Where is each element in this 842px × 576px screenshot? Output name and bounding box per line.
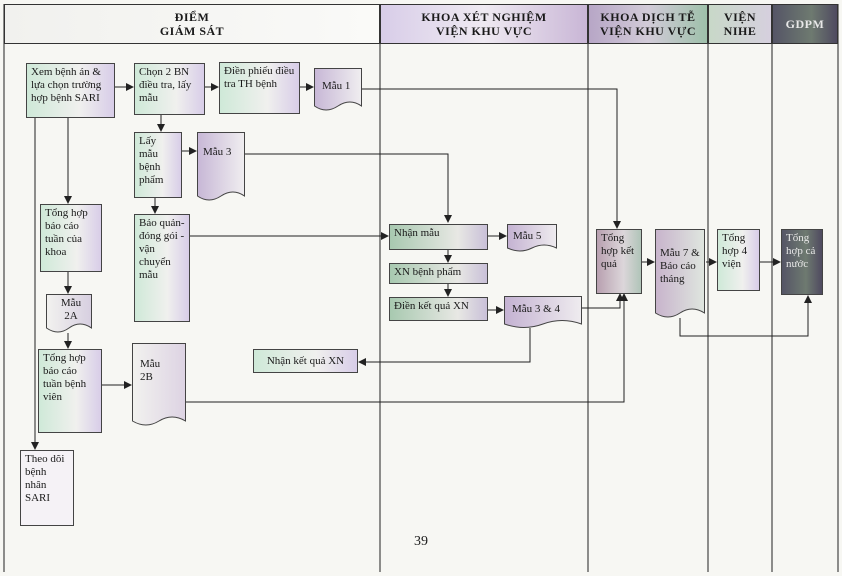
process-tong-hop-4-vien: Tổng hợp 4 viện <box>717 229 760 291</box>
lane-header-line: KHOA XÉT NGHIỆM <box>421 10 547 24</box>
document-shape <box>507 224 557 252</box>
document-label: Mẫu 7 & Báo cáo tháng <box>660 247 700 285</box>
process-tong-hop-benh-vien: Tổng hợp báo cáo tuần bệnh viên <box>38 349 102 433</box>
process-chon-2bn: Chọn 2 BN điều tra, lấy mẫu <box>134 63 205 115</box>
arrow <box>186 293 628 403</box>
document-mau2a: Mẫu 2A <box>46 294 92 334</box>
lane-header-line: GIÁM SÁT <box>159 24 225 38</box>
lane-header-khoa-xet-nghiem: KHOA XÉT NGHIỆM VIỆN KHU VỰC <box>380 4 588 44</box>
document-shape <box>655 229 705 318</box>
arrow <box>679 295 812 337</box>
lane-header-line: VIỆN KHU VỰC <box>599 24 696 38</box>
process-dien-phieu: Điền phiếu điều tra TH bệnh <box>219 62 300 114</box>
lane-header-line: VIỆN KHU VỰC <box>435 24 532 38</box>
process-tong-hop-ca-nuoc: Tổng hợp cả nước <box>781 229 823 295</box>
document-mau7: Mẫu 7 & Báo cáo tháng <box>655 229 705 321</box>
lane-header-vien-nihe: VIỆN NIHE <box>708 4 772 44</box>
document-mau1: Mẫu 1 <box>314 68 362 112</box>
process-nhan-ket-qua: Nhận kết quả XN <box>253 349 358 373</box>
document-mau3: Mẫu 3 <box>197 132 245 204</box>
lane-header-line: VIỆN <box>723 10 756 24</box>
process-xem-benh-an: Xem bệnh án & lựa chọn trường hợp bệnh S… <box>26 63 115 118</box>
document-label: Mẫu 3 & 4 <box>512 303 560 315</box>
document-shape <box>197 132 245 201</box>
process-tong-hop-ket-qua: Tổng hợp kết quả <box>596 229 642 294</box>
document-shape <box>314 68 362 111</box>
page-number: 39 <box>414 534 428 549</box>
lane-header-diem-giam-sat: ĐIỂM GIÁM SÁT <box>4 4 380 44</box>
arrow <box>358 328 531 366</box>
lane-header-line: GDPM <box>785 17 825 31</box>
process-tong-hop-khoa: Tổng hợp báo cáo tuần của khoa <box>40 204 102 272</box>
process-nhan-mau: Nhận mẫu <box>389 224 488 250</box>
lane-header-gdpm: GDPM <box>772 4 838 44</box>
document-mau2b: Mẫu 2B <box>132 343 186 429</box>
document-label: Mẫu 1 <box>322 80 351 92</box>
document-label: Mẫu 5 <box>513 230 542 242</box>
document-shape <box>132 343 186 426</box>
document-shape <box>46 294 92 333</box>
document-mau3-4: Mẫu 3 & 4 <box>504 296 582 330</box>
process-xn-benh-pham: XN bệnh phẩm <box>389 263 488 284</box>
document-shape <box>504 296 582 328</box>
lane-header-khoa-dich-te: KHOA DỊCH TỄ VIỆN KHU VỰC <box>588 4 708 44</box>
arrow <box>244 153 452 223</box>
lane-header-line: NIHE <box>723 24 757 38</box>
lane-header-line: KHOA DỊCH TỄ <box>600 10 696 24</box>
document-label: Mẫu 2B <box>140 358 161 383</box>
document-mau5: Mẫu 5 <box>507 224 557 254</box>
arrow <box>362 88 621 229</box>
document-label: Mẫu 3 <box>203 146 232 158</box>
process-dien-ket-qua: Điền kết quả XN <box>389 297 488 321</box>
process-lay-mau: Lấy mẫu bệnh phẩm <box>134 132 182 198</box>
lane-header-line: ĐIỂM <box>174 10 210 24</box>
document-label: Mẫu 2A <box>60 297 82 322</box>
process-bao-quan: Bảo quản-đóng gói -vận chuyển mẫu <box>134 214 190 322</box>
process-theo-doi: Theo dõi bệnh nhân SARI <box>20 450 74 526</box>
